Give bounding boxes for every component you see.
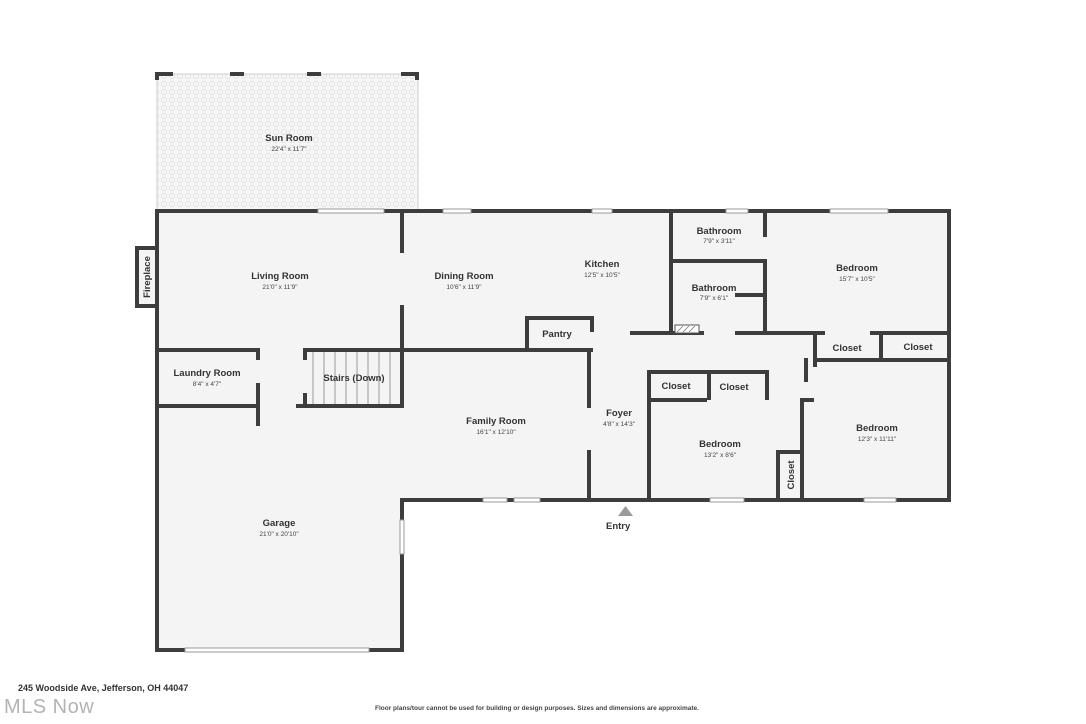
bedroom-3-label: Bedroom [856, 423, 898, 434]
vent-fixture [674, 324, 700, 334]
bedroom-3-dim: 12'3" x 11'11" [858, 436, 897, 443]
sun-room-dim: 22'4" x 11'7" [271, 146, 307, 153]
property-address: 245 Woodside Ave, Jefferson, OH 44047 [18, 683, 189, 693]
vent-hatch [676, 325, 696, 333]
bedroom-2-label: Bedroom [699, 439, 741, 450]
disclaimer-text: Floor plans/tour cannot be used for buil… [375, 705, 699, 712]
foyer-dim: 4'8" x 14'3" [603, 421, 636, 428]
sun-room-label: Sun Room [265, 133, 313, 144]
kitchen-label: Kitchen [585, 259, 620, 270]
stairs-label: Stairs (Down) [323, 373, 384, 384]
bathroom-1-label: Bathroom [697, 226, 742, 237]
pantry-label: Pantry [542, 329, 572, 340]
living-room-dim: 21'0" x 11'9" [262, 284, 298, 291]
garage-label: Garage [263, 518, 296, 529]
interior-walls [157, 211, 950, 500]
sun-room-frame [155, 72, 419, 80]
bathroom-2-label: Bathroom [692, 283, 737, 294]
entry-label: Entry [606, 521, 631, 532]
bathroom-2-dim: 7'9" x 6'1" [700, 295, 729, 302]
living-room-label: Living Room [251, 271, 309, 282]
laundry-room-label: Laundry Room [173, 368, 240, 379]
closet-1-label: Closet [832, 343, 862, 354]
bedroom-2-dim: 13'2" x 8'6" [704, 452, 737, 459]
kitchen-dim: 12'5" x 10'5" [584, 272, 620, 279]
bathroom-1-dim: 7'9" x 3'11" [703, 238, 735, 245]
family-room-label: Family Room [466, 416, 526, 427]
closet-4-label: Closet [719, 382, 749, 393]
entry-arrow-icon [618, 506, 633, 516]
dining-room-label: Dining Room [434, 271, 493, 282]
foyer-label: Foyer [606, 408, 632, 419]
fireplace-label: Fireplace [142, 256, 153, 298]
laundry-room-dim: 8'4" x 4'7" [193, 381, 222, 388]
bedroom-1-dim: 15'7" x 10'5" [839, 276, 875, 283]
windows [184, 208, 897, 653]
sun-room-floor [156, 73, 419, 212]
room-labels: Sun Room 22'4" x 11'7" Living Room 21'0"… [142, 133, 933, 538]
family-room-dim: 16'1" x 12'10" [476, 429, 516, 436]
watermark-logo: MLS Now [4, 696, 95, 718]
stairs-treads [312, 352, 391, 404]
bedroom-1-label: Bedroom [836, 263, 878, 274]
closet-2-label: Closet [903, 342, 933, 353]
closet-5-label: Closet [786, 460, 797, 490]
closet-3-label: Closet [661, 381, 691, 392]
dining-room-dim: 10'6" x 11'9" [446, 284, 482, 291]
fireplace [135, 246, 159, 308]
garage-dim: 21'0" x 20'10" [259, 531, 299, 538]
